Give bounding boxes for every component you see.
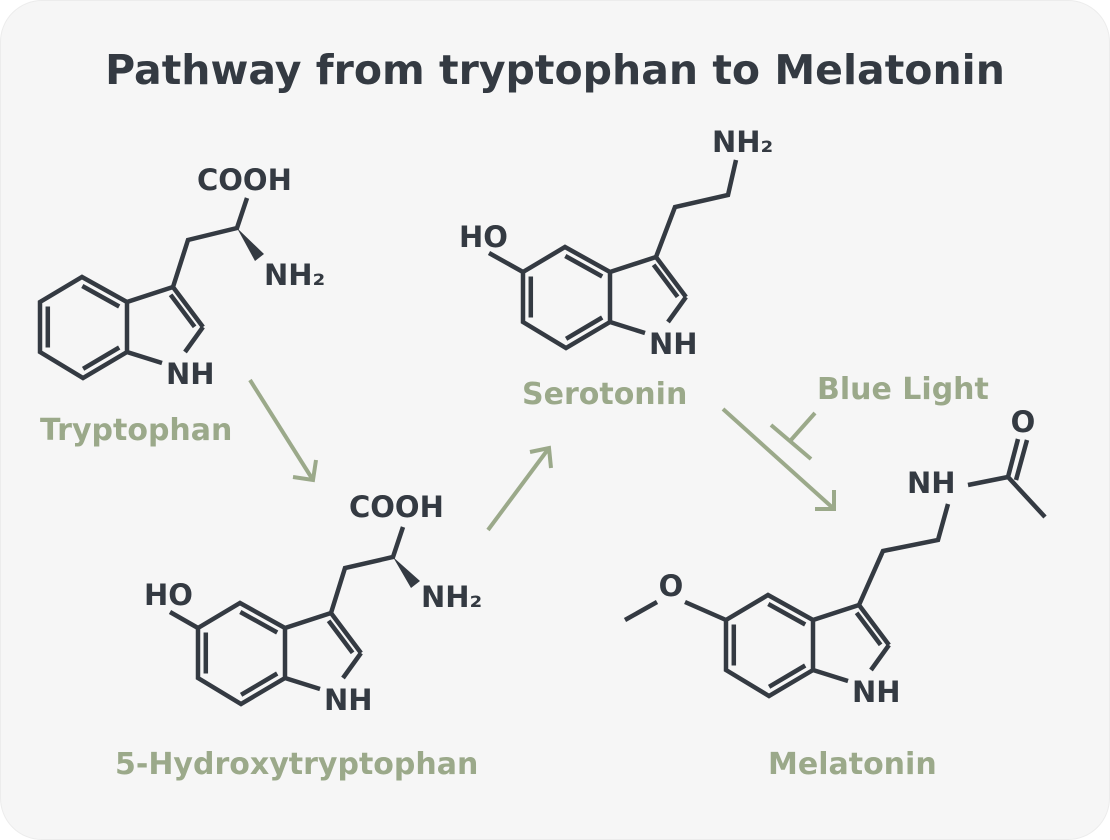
molecule-label-tryptophan: Tryptophan: [40, 413, 232, 448]
wedge-bond: [237, 228, 264, 261]
arrow-tryptophan-to-5htp: [248, 378, 318, 483]
atom-label: NH: [852, 675, 901, 709]
serotonin-structure: NH₂ HO NH: [459, 125, 773, 361]
atom-label: COOH: [197, 163, 292, 197]
atom-label: NH: [166, 357, 215, 391]
atom-label: HO: [144, 578, 193, 612]
arrow-serotonin-to-melatonin: [721, 407, 836, 511]
atom-label: NH₂: [264, 258, 325, 292]
blue-light-inhibitor: [769, 411, 817, 461]
molecule-label-5-hydroxytryptophan: 5-Hydroxytryptophan: [115, 747, 478, 782]
atom-label: NH: [649, 327, 698, 361]
molecule-label-serotonin: Serotonin: [522, 377, 687, 412]
5-hydroxytryptophan-structure: COOH NH₂ HO NH: [144, 490, 482, 717]
atom-label: NH: [907, 466, 956, 500]
tryptophan-structure: COOH NH₂ NH: [40, 163, 325, 391]
page-title: Pathway from tryptophan to Melatonin: [105, 46, 1005, 94]
inhibitor-label: Blue Light: [817, 372, 989, 407]
wedge-bond: [393, 557, 420, 588]
atom-label: NH₂: [712, 125, 773, 159]
atom-label: O: [1011, 405, 1036, 439]
molecule-label-melatonin: Melatonin: [768, 747, 937, 782]
atom-label: NH: [324, 683, 373, 717]
melatonin-structure: NH O O NH: [623, 405, 1047, 709]
arrow-5htp-to-serotonin: [486, 445, 553, 532]
atom-label: COOH: [349, 490, 444, 524]
atom-label: NH₂: [421, 580, 482, 614]
atom-label: O: [659, 569, 684, 603]
atom-label: HO: [459, 220, 508, 254]
